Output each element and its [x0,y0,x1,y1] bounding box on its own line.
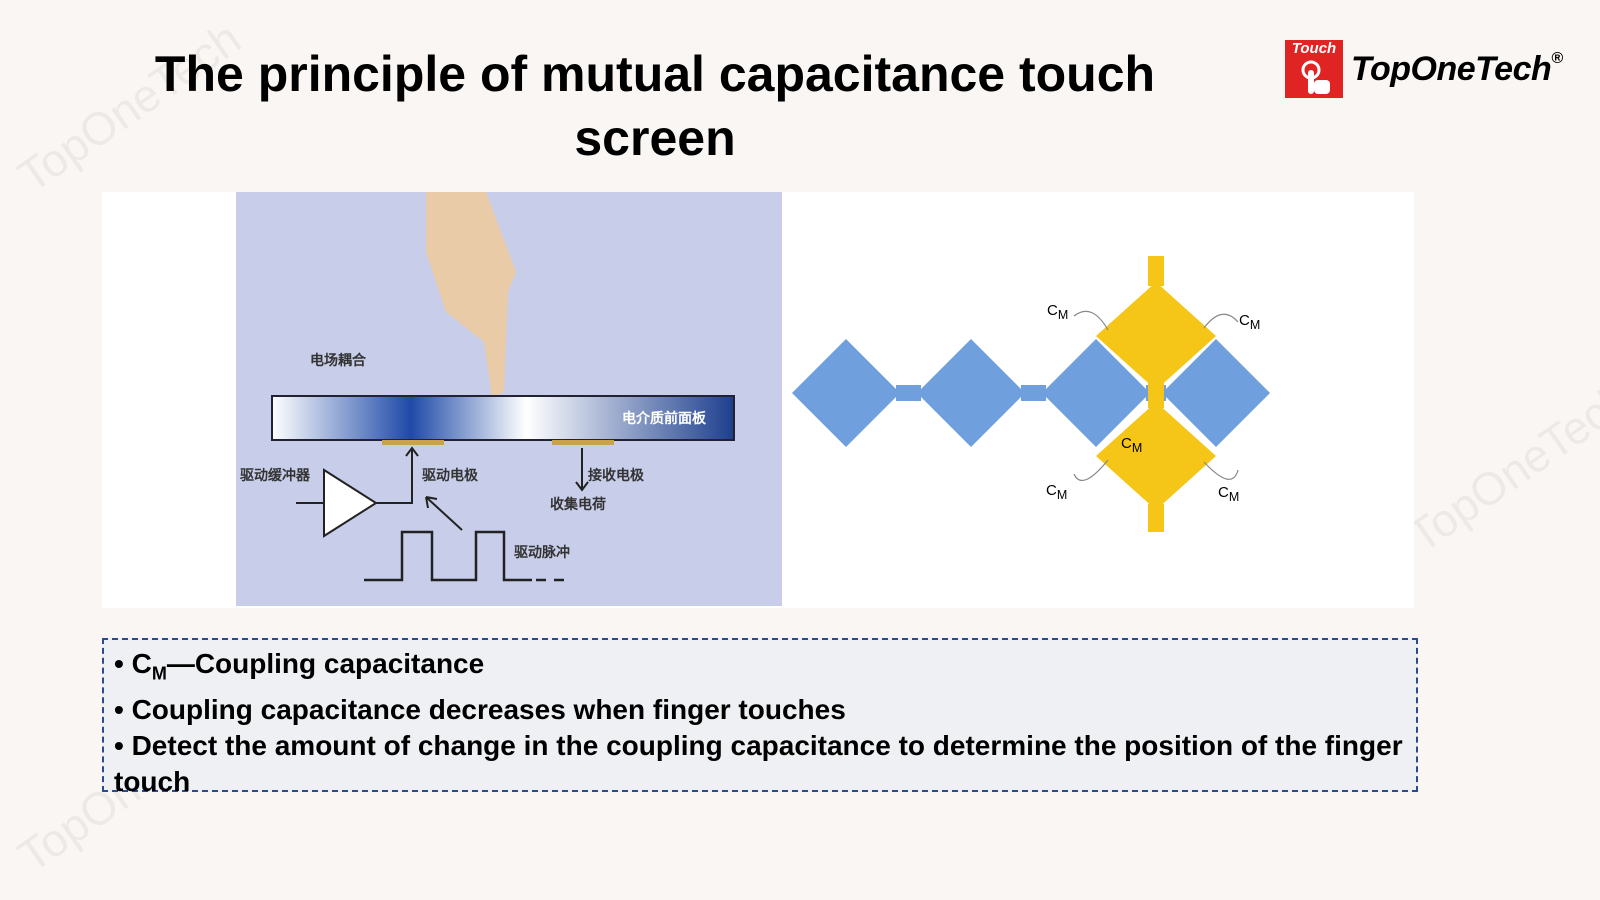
cm-label: CM [1239,312,1260,332]
cm-label: CM [1121,435,1142,455]
cm-text: C [1218,484,1229,501]
finger-icon [426,192,516,397]
bullet-sub: M [151,663,167,684]
touch-hand-icon: Touch [1285,40,1343,98]
cm-sub: M [1131,441,1143,455]
cm-sub: M [1228,490,1240,504]
mutual-capacitance-cross-section: 电场耦合 电介质前面板 驱动缓冲器 驱动电极 接收电极 收集电荷 驱动脉冲 [236,192,782,606]
cm-text: C [1047,302,1058,319]
label-receive-electrode: 接收电极 [588,467,644,483]
label-field-coupling: 电场耦合 [310,352,366,368]
logo-name: TopOneTech® [1351,50,1563,89]
cm-sub: M [1249,318,1261,332]
electrode-pattern-diagram [792,256,1270,532]
bullet-text: —Coupling capacitance [166,648,485,679]
buffer-triangle [323,468,378,538]
cm-text: C [1046,482,1057,499]
logo-name-text: TopOneTech [1351,49,1552,88]
cm-sub: M [1056,488,1068,502]
page-title: The principle of mutual capacitance touc… [154,46,1156,166]
label-dielectric-panel: 电介质前面板 [622,410,706,426]
cm-label: CM [1046,482,1067,502]
diagram-figure: 电场耦合 电介质前面板 驱动缓冲器 驱动电极 接收电极 收集电荷 驱动脉冲 CM… [102,192,1414,608]
label-drive-pulse: 驱动脉冲 [514,544,570,560]
cm-label: CM [1047,302,1068,322]
drive-pulse-wave [364,530,564,582]
cm-label: CM [1218,484,1239,504]
label-drive-buffer: 驱动缓冲器 [240,467,310,483]
label-collect-charge: 收集电荷 [550,496,606,512]
bullet-cm: • CM—Coupling capacitance [114,646,1406,692]
cm-text: C [1239,312,1250,329]
bullet-detect: • Detect the amount of change in the cou… [114,729,1403,797]
brand-logo: Touch TopOneTech® [1285,40,1563,98]
dielectric-panel [271,395,735,441]
registered-mark: ® [1551,49,1563,67]
cm-text: C [1121,435,1132,452]
explanation-box: • CM—Coupling capacitance • Coupling cap… [102,638,1418,797]
cm-sub: M [1057,308,1069,322]
watermark: TopOneTech [1398,371,1600,563]
bullet-decrease: • Coupling capacitance decreases when fi… [114,693,846,725]
logo-badge: Touch [1291,40,1337,57]
bullet-prefix: • C [114,648,152,679]
label-drive-electrode: 驱动电极 [422,467,478,483]
